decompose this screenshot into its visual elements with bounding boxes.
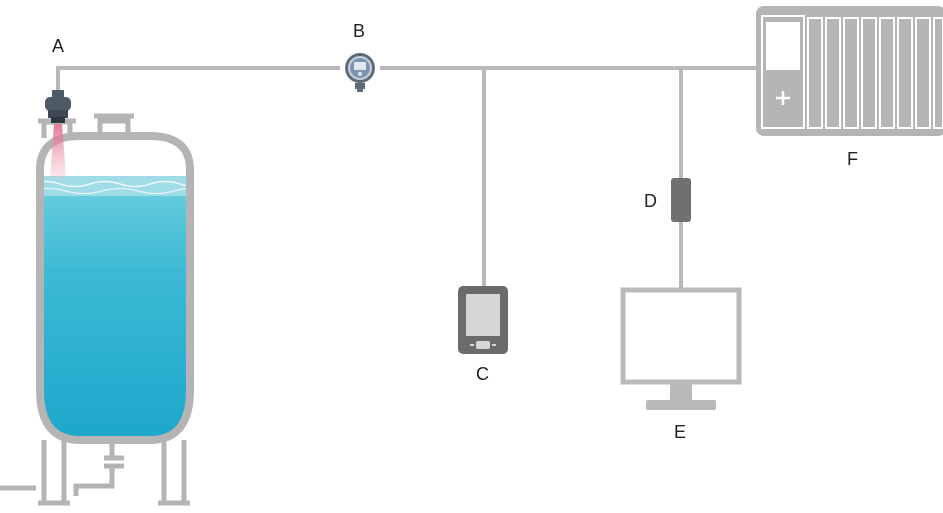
label-a: A [52, 36, 64, 56]
label-d: D [644, 191, 657, 211]
plus-icon [776, 91, 790, 105]
label-b: B [353, 21, 365, 41]
io-modules [807, 17, 943, 129]
liquid [40, 178, 190, 440]
label-e: E [674, 422, 686, 442]
tank-shell [36, 132, 194, 444]
label-c: C [476, 364, 489, 384]
handheld-terminal[interactable] [458, 286, 508, 354]
wire-a-to-b [56, 66, 340, 96]
radar-beam [50, 124, 66, 178]
label-f: F [847, 149, 858, 169]
tank-legs [38, 440, 190, 506]
liquid-surface-foam [40, 176, 190, 196]
signal-bus [56, 66, 758, 288]
monitor[interactable] [620, 287, 742, 410]
field-display[interactable] [345, 53, 375, 92]
radar-level-transmitter[interactable] [45, 90, 71, 123]
tank [0, 113, 194, 506]
modem[interactable] [671, 178, 691, 222]
outlet-pipe [0, 444, 124, 496]
control-system[interactable] [756, 6, 943, 136]
